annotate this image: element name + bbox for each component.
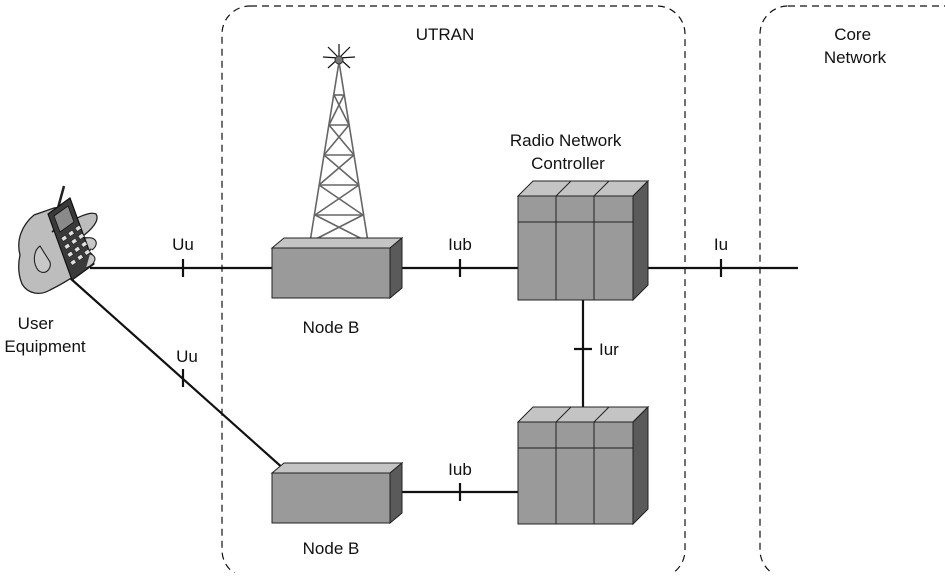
iu-label: Iu xyxy=(714,235,728,254)
iub-top-label: Iub xyxy=(448,235,472,254)
rnc-label: Radio Network Controller xyxy=(510,131,626,173)
uu-top-label: Uu xyxy=(172,235,194,254)
uu-link-bottom xyxy=(69,277,286,471)
uu-bottom-label: Uu xyxy=(176,347,198,366)
node-b-top-label: Node B xyxy=(303,318,360,337)
node-b-bottom-device xyxy=(270,461,404,525)
rnc-top-device xyxy=(516,179,650,302)
user-equipment-label: User Equipment xyxy=(4,314,86,356)
interface-ticks xyxy=(181,259,723,501)
antenna-tip xyxy=(334,55,344,65)
utran-label: UTRAN xyxy=(416,25,475,44)
node-b-top-device xyxy=(270,236,404,300)
iub-bottom-label: Iub xyxy=(448,460,472,479)
utran-region xyxy=(221,5,686,578)
node-b-bottom-label: Node B xyxy=(303,539,360,558)
core-network-label: Core Network xyxy=(824,25,887,67)
antenna-tower-icon xyxy=(309,61,369,243)
rnc-bottom-device xyxy=(516,405,650,526)
iur-label: Iur xyxy=(599,340,619,359)
connection-lines xyxy=(69,266,798,494)
user-equipment-phone-icon xyxy=(18,185,98,295)
core-network-region xyxy=(759,5,945,578)
